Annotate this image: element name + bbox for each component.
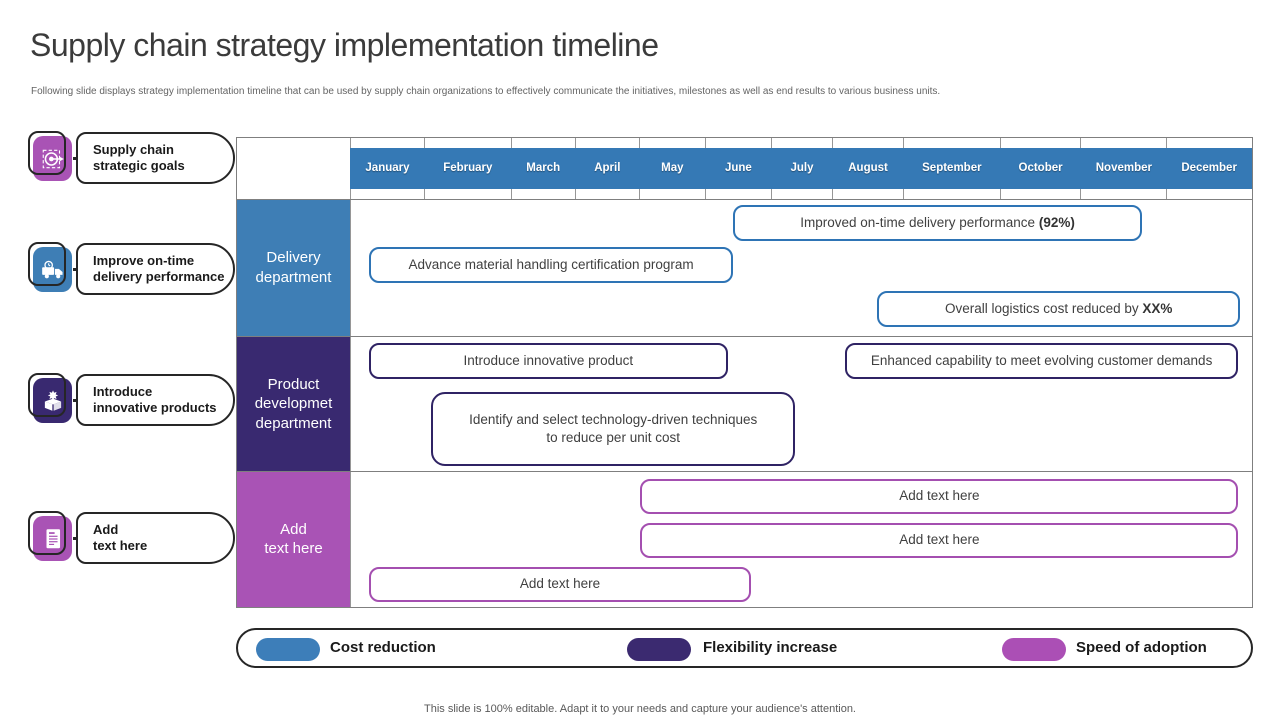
month-label: June <box>704 148 772 189</box>
month-header-cells: January February March April May June Ju… <box>350 138 1253 199</box>
legend-swatch-speed-of-adoption <box>1002 638 1066 661</box>
month-cell: January <box>350 138 425 199</box>
month-label: August <box>832 148 905 189</box>
month-cell: July <box>770 138 834 199</box>
month-label: September <box>903 148 1001 189</box>
month-label: March <box>510 148 576 189</box>
bar-label: Add text here <box>519 575 601 591</box>
month-label: May <box>638 148 706 189</box>
timeline-bar: Enhanced capability to meet evolving cus… <box>844 343 1239 380</box>
department-cell: Delivery department <box>237 199 351 337</box>
month-cell: March <box>510 138 576 199</box>
legend-swatch-flexibility-increase <box>627 638 691 661</box>
month-label: November <box>1080 148 1168 189</box>
sidebar-item-strategic-goals: Supply chain strategic goals <box>28 131 236 187</box>
bar-label: Introduce innovative product <box>463 353 634 369</box>
month-label: July <box>770 148 834 189</box>
row-body: Introduce innovative product Enhanced ca… <box>351 337 1252 471</box>
timeline-bar: Add text here <box>369 566 752 602</box>
sidebar-label-strategic-goals: Supply chain strategic goals <box>76 132 235 184</box>
sidebar-item-add-text: Add text here <box>28 511 236 567</box>
bar-label: Add text here <box>899 487 980 503</box>
bar-label: Add text here <box>899 531 980 547</box>
sidebar-label-innovative-products: Introduce innovative products <box>76 374 235 426</box>
month-label: April <box>574 148 640 189</box>
timeline-bar: Add text here <box>640 478 1239 514</box>
month-cell: September <box>903 138 1001 199</box>
bar-label: Advance material handling certification … <box>408 256 694 272</box>
month-label: February <box>423 148 512 189</box>
month-cell: June <box>704 138 772 199</box>
timeline-bar: Overall logistics cost reduced by XX% <box>877 290 1241 327</box>
month-label: October <box>999 148 1082 189</box>
icon-frame <box>28 242 66 286</box>
row-body: Improved on-time delivery performance (9… <box>351 199 1252 337</box>
month-cell: October <box>999 138 1082 199</box>
month-cell: November <box>1080 138 1168 199</box>
table-row-product-development: Product developmet department Introduce … <box>237 337 1252 472</box>
legend-label-speed-of-adoption: Speed of adoption <box>1076 639 1207 656</box>
page-subtitle: Following slide displays strategy implem… <box>31 86 941 97</box>
timeline-bar: Identify and select technology-driven te… <box>431 392 796 467</box>
bar-label: Overall logistics cost reduced by XX% <box>945 300 1173 316</box>
legend: Cost reduction Flexibility increase Spee… <box>236 628 1253 668</box>
sidebar-item-delivery: Improve on-time delivery performance <box>28 242 236 298</box>
month-label: January <box>350 148 425 189</box>
table-row-add-text: Add text here Add text here Add text her… <box>237 471 1252 607</box>
page-title: Supply chain strategy implementation tim… <box>30 27 659 63</box>
month-label: December <box>1166 148 1253 189</box>
month-cell: May <box>638 138 706 199</box>
sidebar-item-innovative-products: Introduce innovative products <box>28 373 236 429</box>
row-body: Add text here Add text here Add text her… <box>351 471 1252 607</box>
month-cell: April <box>574 138 640 199</box>
timeline-table: January February March April May June Ju… <box>236 137 1253 608</box>
bar-label: Identify and select technology-driven te… <box>469 411 758 446</box>
icon-frame <box>28 511 66 555</box>
footer-note: This slide is 100% editable. Adapt it to… <box>424 703 856 715</box>
timeline-bar: Advance material handling certification … <box>369 246 734 283</box>
legend-swatch-cost-reduction <box>256 638 320 661</box>
month-cell: August <box>832 138 905 199</box>
month-cell: February <box>423 138 512 199</box>
timeline-bar: Add text here <box>640 522 1239 558</box>
table-row-delivery: Delivery department Improved on-time del… <box>237 199 1252 338</box>
legend-label-flexibility-increase: Flexibility increase <box>703 639 838 656</box>
bar-label: Enhanced capability to meet evolving cus… <box>870 353 1213 369</box>
timeline-bar: Improved on-time delivery performance (9… <box>733 204 1143 241</box>
department-header-cell <box>237 138 351 199</box>
month-header-row: January February March April May June Ju… <box>237 138 1253 200</box>
sidebar-label-add-text: Add text here <box>76 512 235 564</box>
legend-label-cost-reduction: Cost reduction <box>330 639 436 656</box>
department-cell: Add text here <box>237 471 351 607</box>
icon-frame <box>28 373 66 417</box>
timeline-bar: Introduce innovative product <box>369 343 728 380</box>
bar-label: Improved on-time delivery performance (9… <box>800 214 1075 230</box>
sidebar-label-delivery: Improve on-time delivery performance <box>76 243 235 295</box>
department-cell: Product developmet department <box>237 337 351 471</box>
icon-frame <box>28 131 66 175</box>
month-cell: December <box>1166 138 1253 199</box>
